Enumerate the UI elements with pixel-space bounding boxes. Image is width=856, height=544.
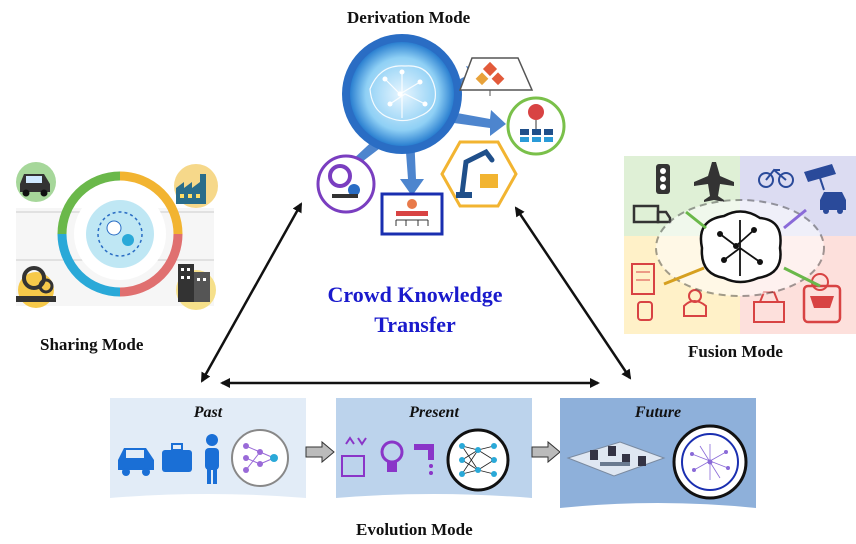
- team-network-icon: [506, 96, 566, 156]
- fusion-mode-label: Fusion Mode: [688, 342, 783, 361]
- sharing-mode-label: Sharing Mode: [40, 335, 144, 354]
- sharing-graphic: [16, 162, 218, 310]
- center-title: Crowd Knowledge Transfer: [290, 280, 540, 340]
- gears-conveyor-icon: [16, 266, 56, 308]
- org-chart-icon: [380, 192, 444, 236]
- elevator-icon: [341, 436, 367, 477]
- person-icon: [205, 434, 219, 484]
- evolution-panel-past: Past: [110, 398, 306, 498]
- arrow-past-present: [305, 440, 335, 464]
- shop-icon: [802, 273, 842, 324]
- gear-settings-icon: [316, 154, 376, 214]
- taxi-icon: [820, 192, 846, 214]
- future-network-icon: [672, 424, 748, 500]
- center-title-line2: Transfer: [374, 312, 456, 337]
- past-label: Past: [193, 404, 223, 421]
- center-title-line1: Crowd Knowledge: [327, 282, 503, 307]
- neural-network-icon: [231, 429, 289, 487]
- arrow-derivation-fusion: [514, 206, 632, 380]
- luggage-icon: [162, 443, 192, 472]
- airplane-icon: [694, 162, 734, 202]
- car-icon: [16, 162, 56, 202]
- camera-icon: [804, 164, 836, 191]
- evolution-mode-label: Evolution Mode: [356, 520, 473, 539]
- traffic-light-icon: [656, 164, 670, 194]
- faucet-icon: [414, 444, 434, 475]
- arrow-present-future: [531, 440, 561, 464]
- derivation-graphic: [316, 34, 566, 236]
- car-icon: [118, 448, 154, 476]
- evolution-panel-future: Future: [560, 398, 756, 508]
- circuit-brain-icon: [699, 210, 782, 284]
- present-label: Present: [409, 404, 459, 421]
- sharing-ring: [57, 171, 183, 297]
- factory-icon: [174, 164, 218, 208]
- smart-factory-icon: [566, 441, 666, 477]
- city-building-icon: [631, 263, 655, 295]
- future-label: Future: [634, 404, 682, 421]
- lightbulb-icon: [380, 440, 404, 472]
- bicycle-icon: [758, 168, 794, 188]
- derivation-mode-label: Derivation Mode: [347, 8, 471, 27]
- arrow-sharing-derivation: [200, 202, 303, 383]
- fusion-arrows: [663, 208, 821, 288]
- robot-arm-icon: [440, 140, 518, 208]
- smartwatch-icon: [637, 301, 653, 321]
- building-icon: [176, 264, 216, 310]
- vr-headset-icon: [683, 289, 707, 317]
- truck-icon: [632, 204, 672, 224]
- fusion-graphic: [624, 156, 856, 334]
- evolution-panel-present: Present: [336, 398, 532, 498]
- decision-tree-icon: [458, 57, 534, 96]
- deep-network-icon: [446, 428, 510, 492]
